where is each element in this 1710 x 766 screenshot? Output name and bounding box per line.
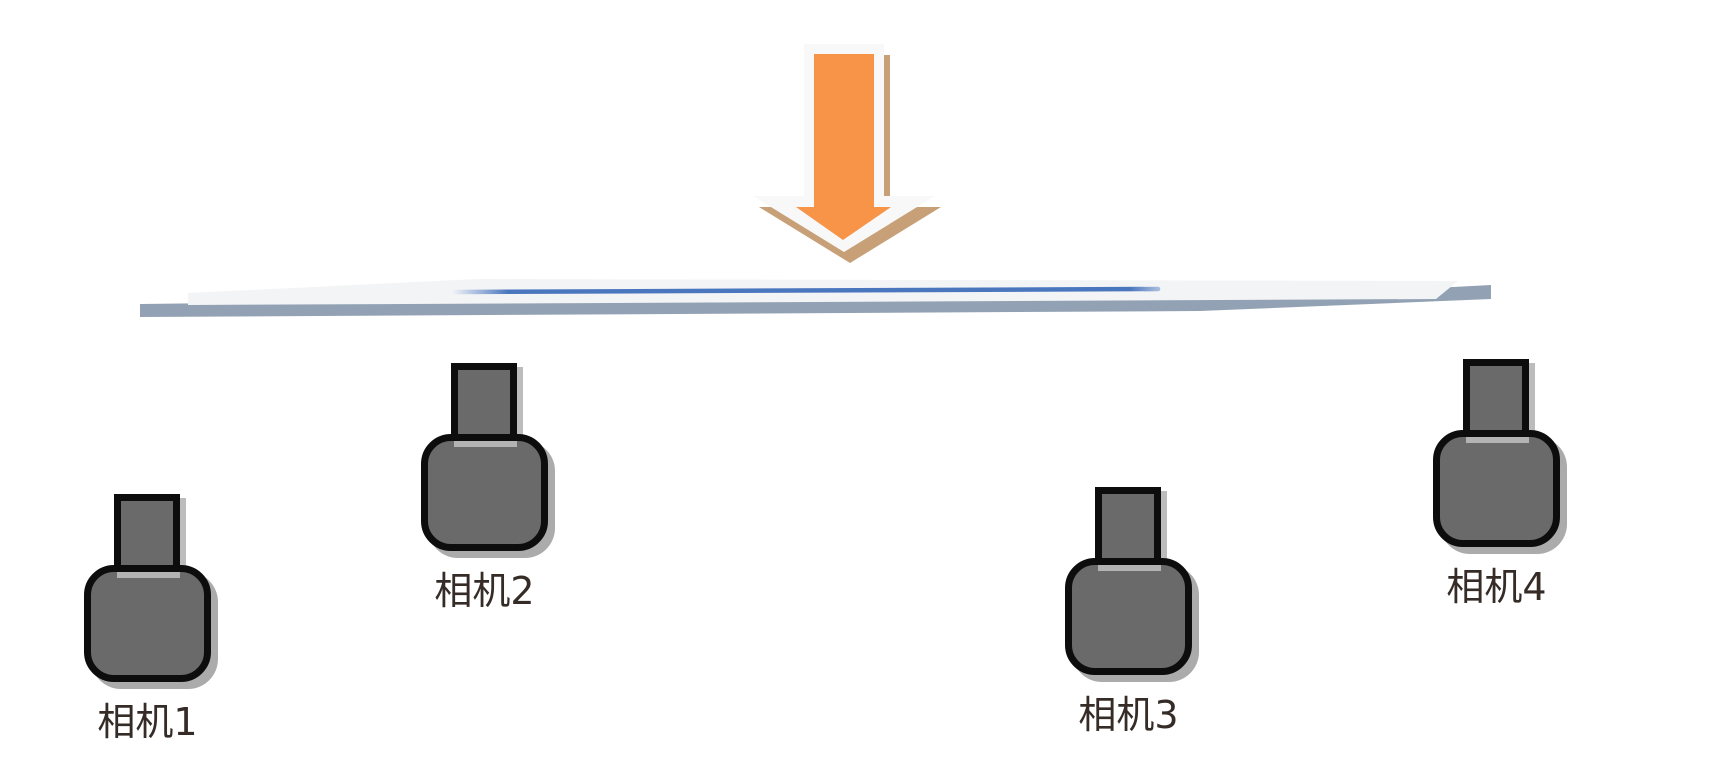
camera-1-body-icon [84,565,211,682]
camera-4-highlight [1466,437,1529,443]
camera-4-label: 相机4 [1446,565,1547,609]
camera-2-label: 相机2 [434,569,535,613]
camera-1: 相机1 [84,494,211,754]
camera-4: 相机4 [1433,359,1560,619]
camera-3-lens-icon [1095,487,1161,565]
camera-1-label: 相机1 [97,700,198,744]
camera-2: 相机2 [421,363,548,623]
camera-4-body-icon [1433,430,1560,547]
down-arrow-icon [796,54,891,240]
camera-4-lens-icon [1463,359,1529,437]
camera-3: 相机3 [1065,487,1192,747]
camera-2-body-icon [421,434,548,551]
camera-1-lens-icon [114,494,180,572]
camera-2-highlight [454,441,517,447]
camera-1-highlight [117,572,180,578]
camera-3-highlight [1098,565,1161,571]
camera-3-body-icon [1065,558,1192,675]
glass-line-icon [449,286,1161,295]
camera-2-lens-icon [451,363,517,441]
camera-3-label: 相机3 [1078,693,1179,737]
